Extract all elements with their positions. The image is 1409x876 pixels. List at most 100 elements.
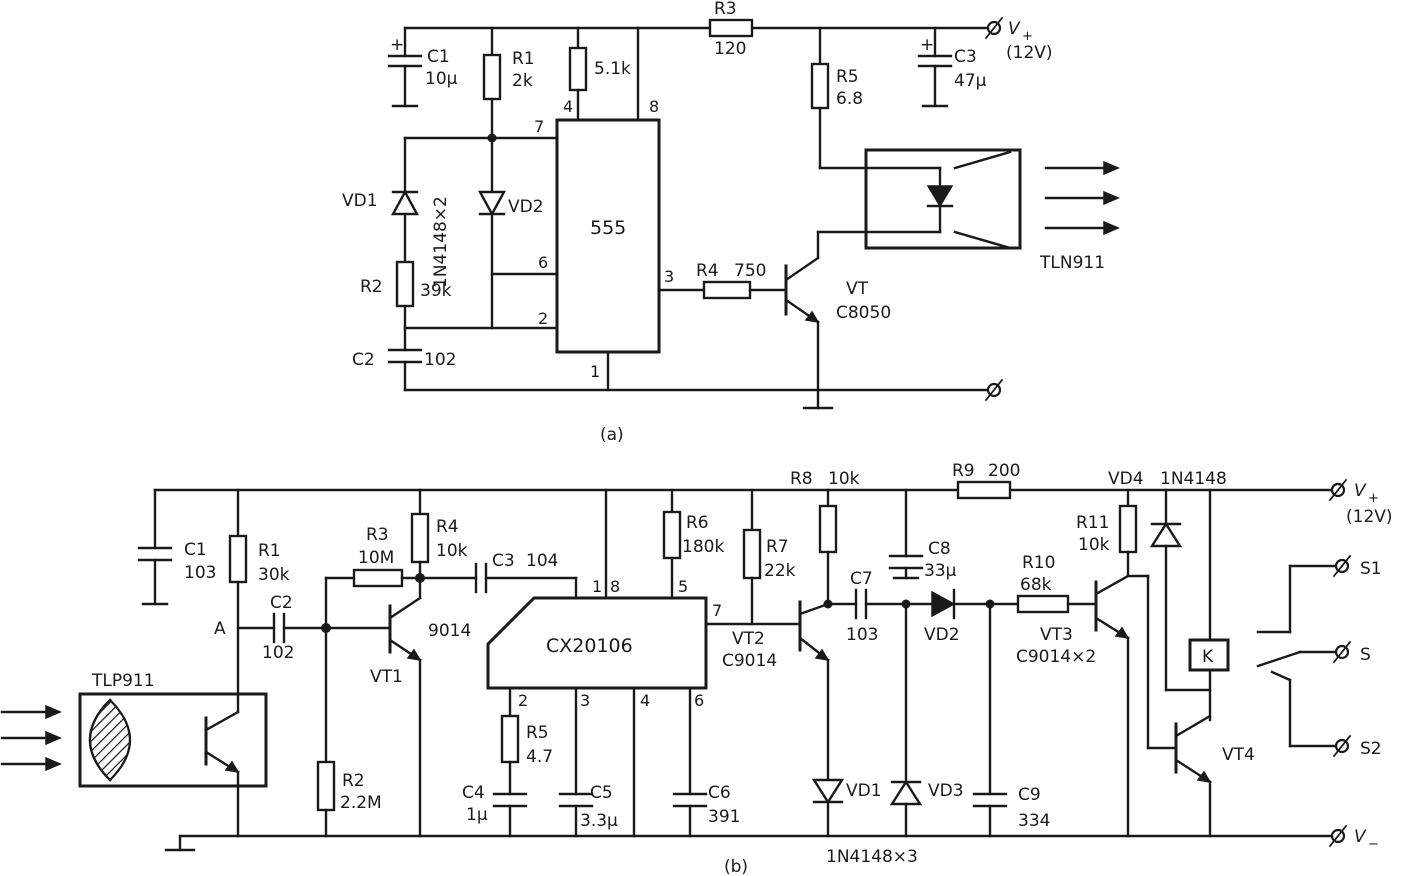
a-r3-value: 120 — [714, 39, 746, 59]
a-resistor-r5: R5 6.8 — [810, 26, 868, 170]
a-ic-555: 555 4 8 7 6 2 3 1 — [534, 97, 674, 381]
b-vt4-name: VT4 — [1222, 745, 1255, 765]
b-r4-name: R4 — [436, 517, 459, 537]
b-c3-value: 104 — [526, 551, 558, 571]
b-c2-name: C2 — [270, 593, 293, 613]
b-c2-value: 102 — [262, 643, 294, 663]
b-transistor-vt4: VT4 — [1174, 714, 1255, 838]
b-pin7: 7 — [712, 601, 722, 620]
b-r11-name: R11 — [1076, 513, 1109, 533]
b-resistor-r5: R5 4.7 — [500, 714, 553, 796]
a-vplus-value: (12V) — [1006, 43, 1053, 63]
b-capacitor-c4: C4 1μ — [462, 783, 528, 838]
b-pin6: 6 — [694, 691, 704, 710]
svg-text:+: + — [920, 35, 934, 55]
a-diodes-part: 1N4148×2 — [431, 196, 451, 288]
b-c9-name: C9 — [1018, 785, 1041, 805]
b-pin5: 5 — [678, 577, 688, 596]
b-c3-name: C3 — [492, 551, 515, 571]
b-capacitor-c3: C3 104 — [418, 551, 578, 600]
b-capacitor-c7: C7 103 — [826, 569, 934, 645]
a-pin6: 6 — [538, 253, 548, 272]
b-resistor-r11: R11 10k — [1076, 488, 1178, 750]
b-r8-value: 10k — [828, 469, 860, 489]
b-r9-name: R9 — [952, 461, 975, 481]
b-r7-value: 22k — [764, 561, 796, 581]
b-relay-k: K — [1188, 488, 1230, 722]
b-c9-value: 334 — [1018, 811, 1050, 831]
b-diode-vd1: VD1 — [811, 778, 882, 838]
a-pin2: 2 — [538, 309, 548, 328]
b-s1-label: S1 — [1360, 559, 1382, 579]
a-r2-value: 39k — [420, 281, 452, 301]
a-pin3: 3 — [664, 267, 674, 286]
b-resistor-r4: R4 10k — [410, 488, 468, 580]
a-resistor-r3: R3 120 — [708, 0, 754, 59]
a-capacitor-c2: C2 102 — [352, 348, 456, 392]
b-vplus-value: (12V) — [1346, 507, 1393, 527]
b-c5-value: 3.3μ — [580, 811, 618, 831]
b-resistor-r1: R1 30k — [228, 488, 290, 698]
b-vt2-part: C9014 — [722, 651, 777, 671]
a-c2-name: C2 — [352, 350, 375, 370]
b-r3-name: R3 — [366, 525, 389, 545]
b-s-label: S — [1360, 645, 1371, 665]
b-relay-switch: S1 S S2 — [1256, 554, 1382, 759]
b-vt2-name: VT2 — [732, 629, 765, 649]
b-diodes-part: 1N4148×3 — [826, 847, 918, 867]
b-resistor-r2: R2 2.2M — [316, 626, 382, 838]
a-resistor-r2: R2 39k — [360, 260, 452, 352]
a-pin1: 1 — [590, 362, 600, 381]
a-r-pin4-value: 5.1k — [594, 59, 631, 79]
b-c6-value: 391 — [708, 807, 740, 827]
b-r2-value: 2.2M — [340, 793, 382, 813]
a-resistor-r4: R4 750 — [657, 261, 788, 300]
a-pin4: 4 — [563, 97, 573, 116]
b-transistor-vt3: VT3 C9014×2 — [1016, 574, 1130, 838]
b-vt3-part: C9014×2 — [1016, 647, 1096, 667]
b-resistor-r8: R8 10k — [790, 469, 860, 606]
a-r2-name: R2 — [360, 277, 383, 297]
a-resistor-r1: R1 2k — [482, 26, 535, 140]
b-r6-name: R6 — [686, 513, 709, 533]
a-emitter-label: TLN911 — [1039, 253, 1105, 273]
b-capacitor-c6: C6 391 — [672, 686, 740, 838]
b-transistor-vt2: VT2 C9014 — [722, 600, 830, 782]
a-c1-value: 10μ — [425, 69, 458, 89]
a-r1-name: R1 — [512, 49, 535, 69]
circuit-b: C1 103 R1 30k A C2 102 — [0, 461, 1393, 876]
a-r3-name: R3 — [714, 0, 737, 19]
circuit-a: + C1 10μ R1 2k 5.1k 555 4 8 7 6 — [342, 0, 1120, 445]
a-r1-value: 2k — [512, 71, 533, 91]
b-c8-value: 33μ — [924, 561, 957, 581]
a-vplus-name: V — [1008, 19, 1021, 39]
b-ic-cx20106: CX20106 1 8 5 7 2 3 4 6 — [486, 577, 722, 710]
b-vd4-name: VD4 — [1108, 469, 1144, 489]
svg-text:+: + — [390, 35, 404, 55]
b-pin3: 3 — [580, 691, 590, 710]
a-c3-name: C3 — [954, 47, 977, 67]
b-pin8: 8 — [610, 577, 620, 596]
b-c4-name: C4 — [462, 783, 485, 803]
b-vminus-name: V — [1354, 827, 1367, 847]
b-vt1-name: VT1 — [370, 667, 403, 687]
b-caption: (b) — [724, 857, 748, 876]
b-r8-name: R8 — [790, 469, 813, 489]
b-vd3-name: VD3 — [928, 781, 964, 801]
b-r3-value: 10M — [358, 548, 394, 568]
b-c6-name: C6 — [708, 783, 731, 803]
b-resistor-r3: R3 10M — [324, 525, 422, 630]
b-vd2-name: VD2 — [924, 625, 960, 645]
a-capacitor-c1: + C1 10μ — [387, 26, 458, 108]
b-vplus-sub: + — [1368, 491, 1379, 506]
b-relay-label: K — [1202, 647, 1214, 667]
b-pin2: 2 — [518, 691, 528, 710]
b-capacitor-c5: C5 3.3μ — [558, 686, 618, 838]
b-r10-value: 68k — [1020, 575, 1052, 595]
a-c3-value: 47μ — [954, 71, 987, 91]
b-resistor-r6: R6 180k — [662, 488, 724, 600]
b-capacitor-c1: C1 103 — [137, 488, 216, 606]
a-ir-arrows — [1044, 160, 1120, 236]
a-caption: (a) — [600, 425, 624, 445]
